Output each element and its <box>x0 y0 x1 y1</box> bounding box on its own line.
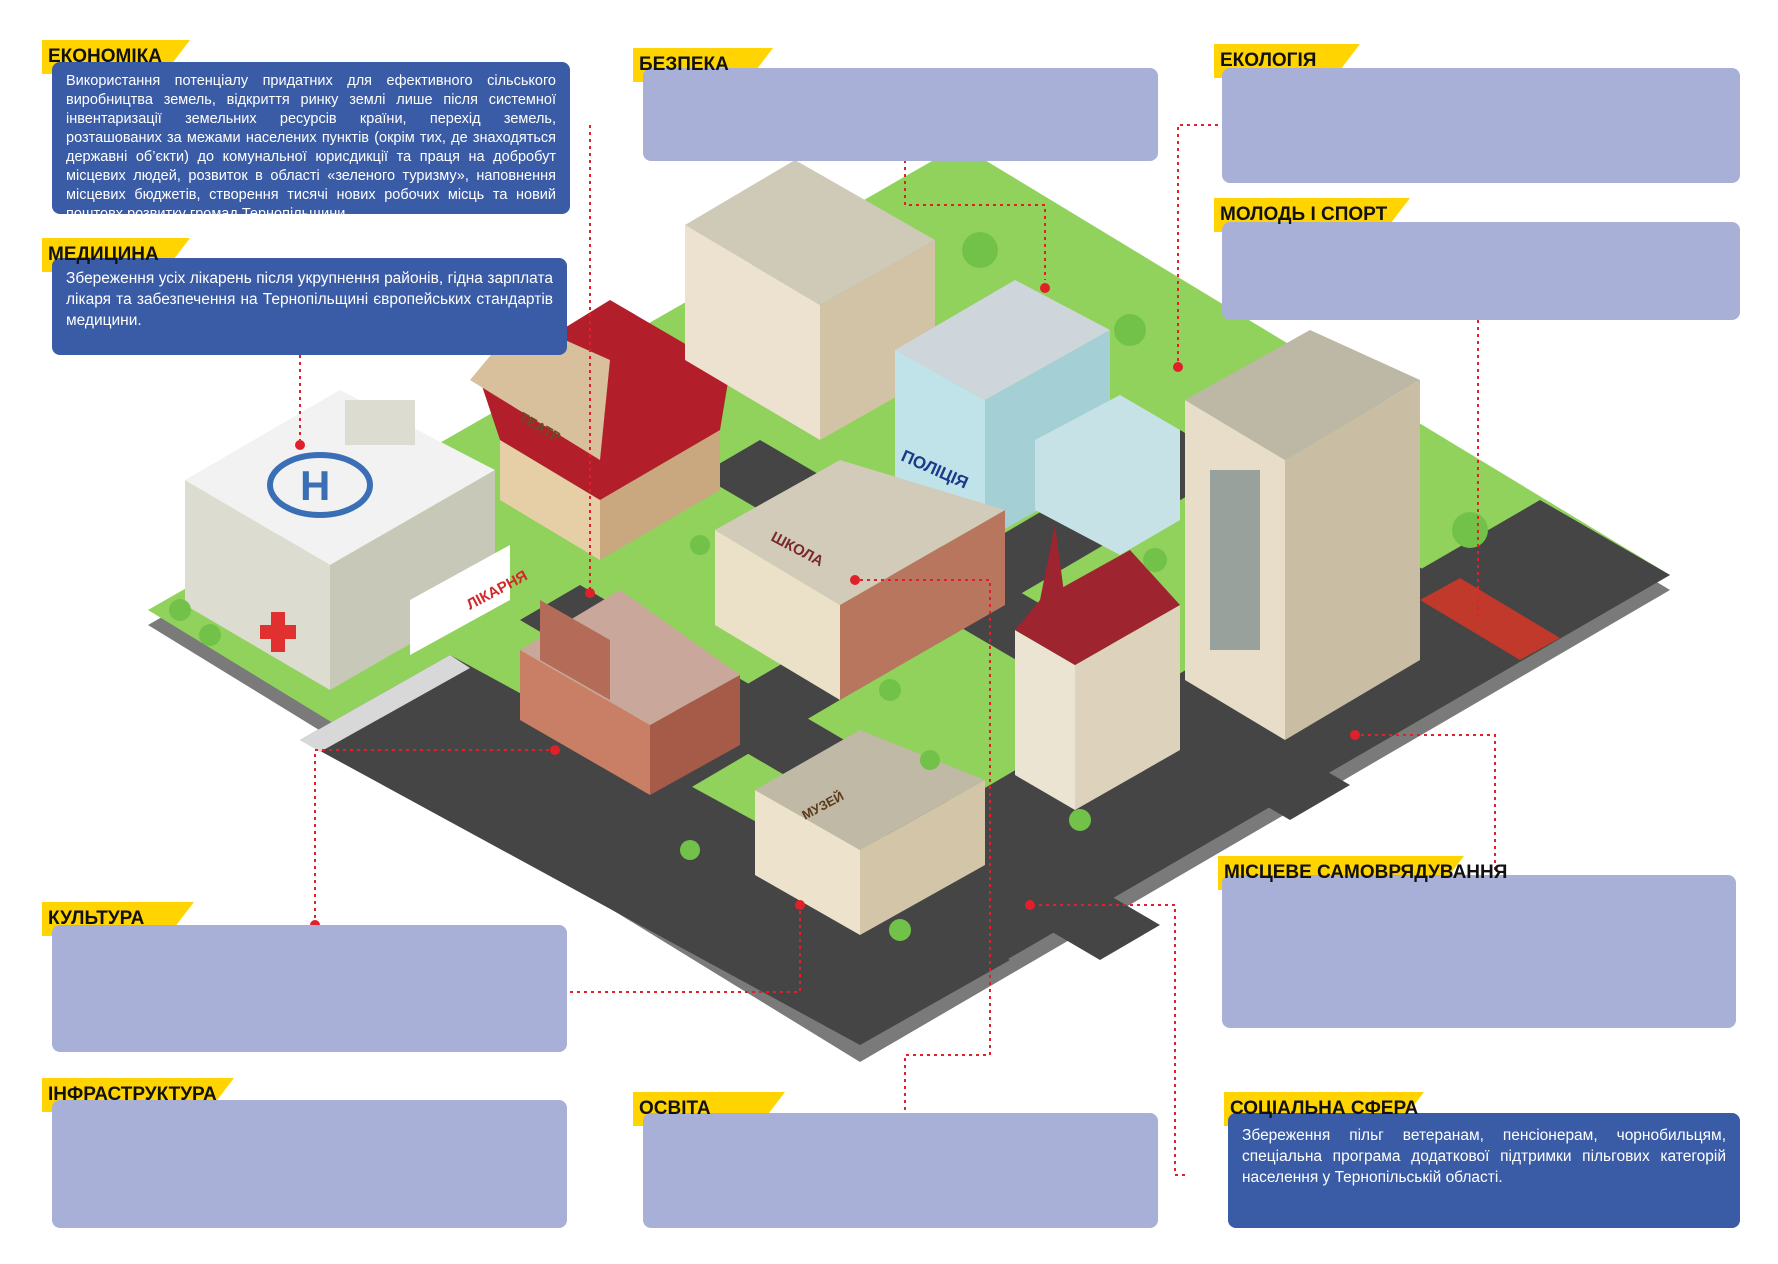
connector-dot <box>1025 900 1035 910</box>
bike-lane <box>1420 578 1560 660</box>
selfgov-label: МІСЦЕВЕ САМОВРЯДУВАННЯ <box>1218 856 1507 890</box>
church-building <box>1015 525 1180 810</box>
social-text: Збереження пільг ветеранам, пенсіонерам,… <box>1242 1127 1726 1186</box>
ecology-box <box>1222 68 1740 183</box>
sidewalk <box>300 655 470 752</box>
connector-dot <box>295 440 305 450</box>
connector-dot <box>550 745 560 755</box>
social-box: Збереження пільг ветеранам, пенсіонерам,… <box>1228 1113 1740 1228</box>
connector-dot <box>850 575 860 585</box>
connector-dot <box>1040 283 1050 293</box>
museum-building <box>755 730 985 935</box>
economy-text: Використання потенціалу придатних для еф… <box>66 73 556 222</box>
security-box <box>643 68 1158 161</box>
education-box <box>643 1113 1158 1228</box>
social-label: СОЦІАЛЬНА СФЕРА <box>1224 1092 1430 1126</box>
medicine-box: Збереження усіх лікарень після укрупненн… <box>52 258 567 355</box>
school-building <box>715 460 1005 700</box>
road-right <box>730 500 1670 1045</box>
hospital-building <box>185 390 510 690</box>
trees <box>169 232 1488 941</box>
culture-box <box>52 925 567 1052</box>
brick-building <box>520 590 740 795</box>
selfgov-box <box>1222 875 1736 1028</box>
connector-dot <box>1350 730 1360 740</box>
medicine-text: Збереження усіх лікарень після укрупненн… <box>66 270 553 329</box>
police-building <box>895 280 1180 555</box>
tower-building <box>1185 330 1420 740</box>
youth-label: МОЛОДЬ І СПОРТ <box>1214 198 1416 232</box>
helipad-sign: H <box>300 462 330 509</box>
connector-dot <box>795 900 805 910</box>
connector-lines <box>299 124 1496 1176</box>
infrastructure-box <box>52 1100 567 1228</box>
connector-dot <box>1173 362 1183 372</box>
infrastructure-label: ІНФРАСТРУКТУРА <box>42 1078 240 1112</box>
medicine-label: МЕДИЦИНА <box>42 238 196 272</box>
economy-label: ЕКОНОМІКА <box>42 40 196 74</box>
connector-dot <box>585 588 595 598</box>
youth-box <box>1222 222 1740 320</box>
economy-box: Використання потенціалу придатних для еф… <box>52 62 570 222</box>
